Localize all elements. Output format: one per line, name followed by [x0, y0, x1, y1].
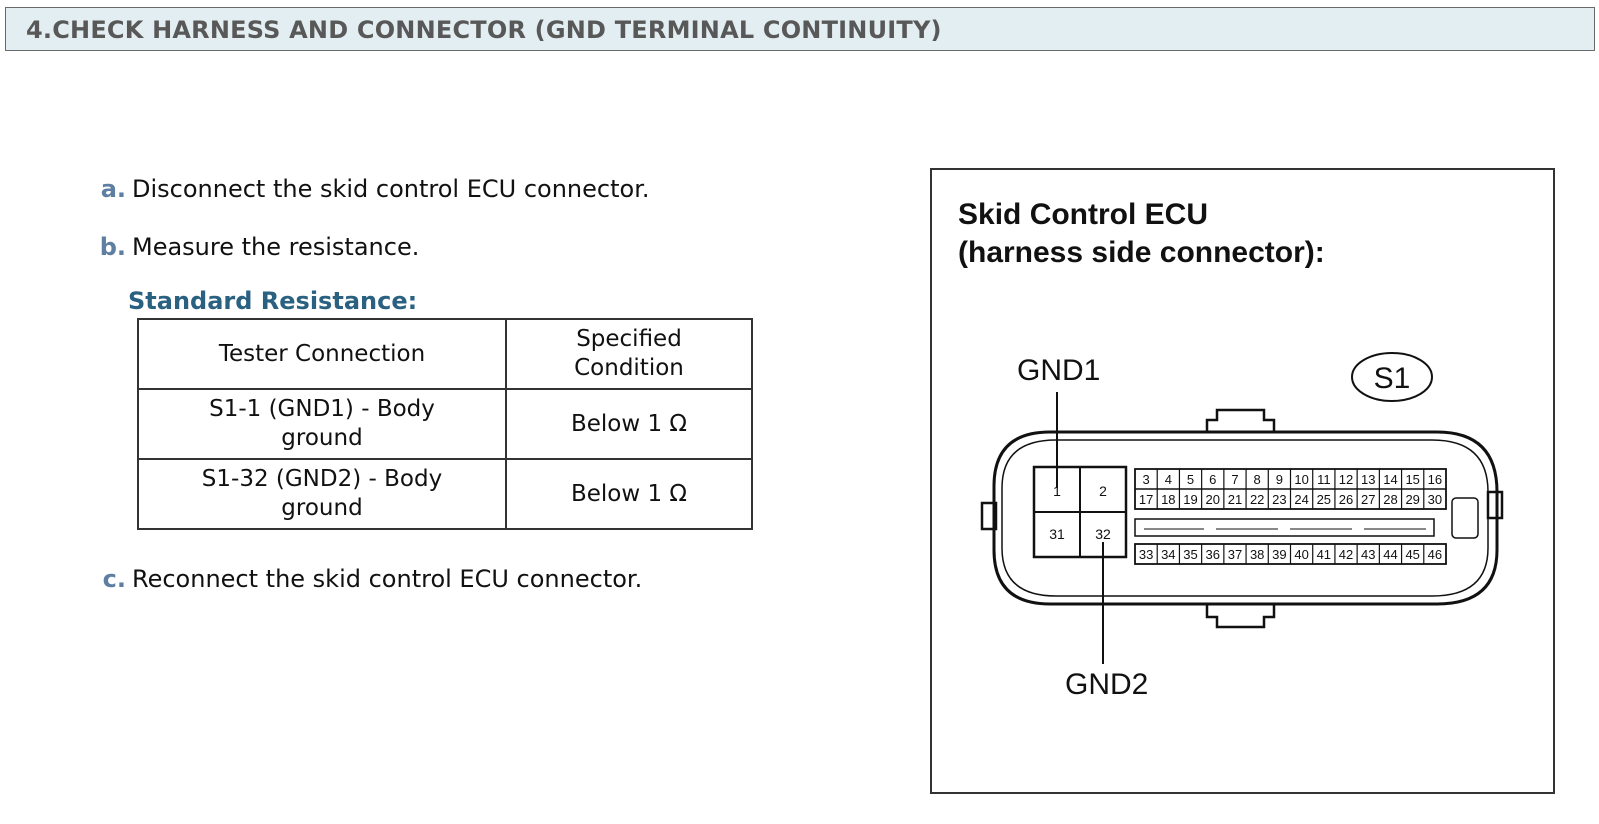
pin-label: 23 [1272, 492, 1286, 507]
left-tab [980, 501, 998, 531]
pin-label: 45 [1405, 547, 1419, 562]
pin-2-label: 2 [1099, 483, 1107, 499]
table-row: S1-1 (GND1) - Body ground Below 1 Ω [137, 388, 753, 460]
pin-label: 46 [1428, 547, 1442, 562]
step-b: b.Measure the resistance. [90, 232, 420, 262]
gnd1-label: GND1 [1017, 354, 1100, 387]
pin-label: 5 [1187, 472, 1194, 487]
pin-label: 29 [1405, 492, 1419, 507]
table-header-row: Tester Connection Specified Condition [137, 318, 753, 390]
pin-label: 9 [1276, 472, 1283, 487]
resistance-table: Tester Connection Specified Condition S1… [137, 318, 753, 530]
header-text: Condition [574, 355, 684, 381]
pin-1-label: 1 [1053, 483, 1061, 499]
pin-label: 26 [1339, 492, 1353, 507]
pin-label: 39 [1272, 547, 1286, 562]
connector-code-text: S1 [1374, 362, 1411, 395]
pin-label: 36 [1206, 547, 1220, 562]
header-text: Tester Connection [218, 340, 426, 367]
section-title: 4.CHECK HARNESS AND CONNECTOR (GND TERMI… [26, 16, 942, 44]
pin-grid [1156, 469, 1425, 564]
pin-label: 24 [1294, 492, 1308, 507]
pin-label: 40 [1294, 547, 1308, 562]
section-header: 4.CHECK HARNESS AND CONNECTOR (GND TERMI… [5, 7, 1595, 51]
pin-31-label: 31 [1049, 526, 1065, 542]
header-specified-condition: Specified Condition [505, 318, 753, 390]
pin-label: 14 [1383, 472, 1397, 487]
pin-label: 12 [1339, 472, 1353, 487]
cell-connection: S1-1 (GND1) - Body ground [137, 388, 507, 460]
slot-strip [1134, 518, 1435, 537]
cell-text: S1-32 (GND2) - Body [201, 466, 443, 492]
pin-label: 19 [1183, 492, 1197, 507]
connector-body-outer [992, 430, 1499, 606]
top-latch [1205, 408, 1276, 433]
figure-title-line: Skid Control ECU [958, 198, 1209, 231]
pin-label: 33 [1139, 547, 1153, 562]
right-tab [1486, 490, 1504, 520]
pin-label: 7 [1231, 472, 1238, 487]
pin-label: 18 [1161, 492, 1175, 507]
pin-label: 8 [1254, 472, 1261, 487]
pin-label: 41 [1317, 547, 1331, 562]
pin-label: 3 [1142, 472, 1149, 487]
cell-text: ground [281, 495, 363, 521]
standard-resistance-title: Standard Resistance: [128, 287, 418, 315]
pin-label: 15 [1405, 472, 1419, 487]
pin-label: 34 [1161, 547, 1175, 562]
pin-label: 16 [1428, 472, 1442, 487]
step-letter: c. [102, 565, 126, 593]
cell-connection: S1-32 (GND2) - Body ground [137, 458, 507, 530]
step-text: Reconnect the skid control ECU connector… [132, 565, 643, 593]
pin-label: 25 [1317, 492, 1331, 507]
cell-condition: Below 1 Ω [505, 388, 753, 460]
cell-text: ground [281, 425, 363, 451]
pin-label: 11 [1317, 472, 1331, 487]
header-tester-connection: Tester Connection [137, 318, 507, 390]
bottom-latch [1205, 604, 1276, 629]
pin-label: 22 [1250, 492, 1264, 507]
pin-label: 35 [1183, 547, 1197, 562]
pin-label: 28 [1383, 492, 1397, 507]
pin-label: 44 [1383, 547, 1397, 562]
figure-title: Skid Control ECU (harness side connector… [958, 196, 1325, 272]
pin-label: 4 [1165, 472, 1172, 487]
cell-text: S1-1 (GND1) - Body [209, 396, 435, 422]
pin-label: 42 [1339, 547, 1353, 562]
table-row: S1-32 (GND2) - Body ground Below 1 Ω [137, 458, 753, 530]
pin-label: 43 [1361, 547, 1375, 562]
key-notch [1451, 497, 1479, 539]
header-text: Specified [576, 326, 682, 352]
pin-label: 6 [1209, 472, 1216, 487]
pin-label: 38 [1250, 547, 1264, 562]
pin-label: 17 [1139, 492, 1153, 507]
step-letter: b. [99, 233, 126, 261]
gnd2-label: GND2 [1065, 668, 1148, 701]
step-letter: a. [100, 175, 126, 203]
step-c: c.Reconnect the skid control ECU connect… [90, 564, 643, 594]
figure-title-line: (harness side connector): [958, 236, 1325, 269]
pin-label: 30 [1428, 492, 1442, 507]
pin-label: 37 [1228, 547, 1242, 562]
pin-label: 21 [1228, 492, 1242, 507]
pin-label: 13 [1361, 472, 1375, 487]
pin-32-label: 32 [1095, 526, 1111, 542]
connector-body-inner [1001, 439, 1489, 597]
step-text: Disconnect the skid control ECU connecto… [132, 175, 650, 203]
step-a: a.Disconnect the skid control ECU connec… [90, 174, 650, 204]
pin-label: 10 [1294, 472, 1308, 487]
pin-label: 27 [1361, 492, 1375, 507]
connector-code-badge [1351, 352, 1433, 402]
step-text: Measure the resistance. [132, 233, 420, 261]
cell-condition: Below 1 Ω [505, 458, 753, 530]
pin-label: 20 [1206, 492, 1220, 507]
